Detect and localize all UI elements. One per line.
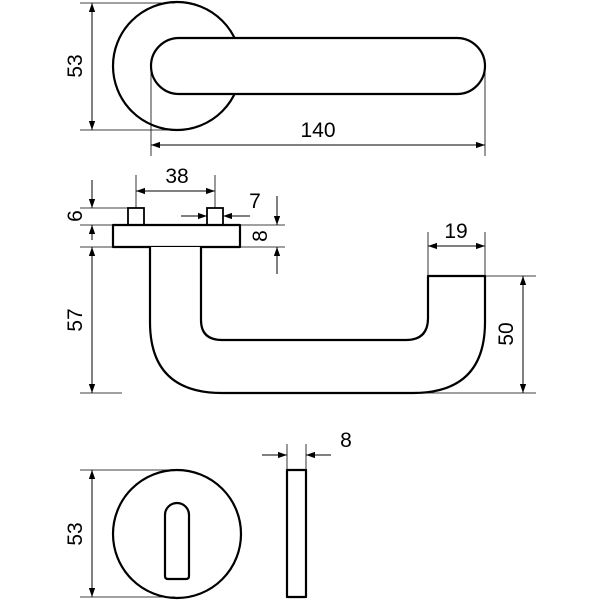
dim-label-lever-length: 140 [300, 119, 335, 142]
lever-side-outline [148, 247, 487, 395]
dim-label-spindle-width: 7 [249, 190, 261, 213]
dim-label-spindle-height: 6 [64, 210, 87, 222]
side-view: 38 7 6 8 57 19 50 [64, 165, 536, 395]
keyhole-profile-cylinder-icon [163, 501, 191, 581]
spindle-stud-right [206, 207, 224, 226]
rose-plate-side [111, 223, 242, 249]
escutcheon-side-profile [285, 468, 308, 599]
dim-label-tip-height: 50 [495, 322, 518, 345]
spindle-stud-left [127, 207, 145, 226]
dim-label-spindle-spacing: 38 [165, 165, 188, 188]
dim-label-escutcheon-diameter: 53 [64, 522, 87, 545]
dim-label-tip-width: 19 [444, 220, 467, 243]
dim-label-escutcheon-thickness: 8 [340, 429, 352, 452]
dim-label-projection: 57 [64, 308, 87, 331]
top-view: 53 140 [64, 0, 487, 156]
dim-label-rose-thickness: 8 [249, 230, 272, 242]
escutcheon-view: 53 8 [64, 429, 352, 600]
lever-top-outline [149, 36, 487, 96]
dim-label-rose-diameter-top: 53 [64, 54, 87, 77]
